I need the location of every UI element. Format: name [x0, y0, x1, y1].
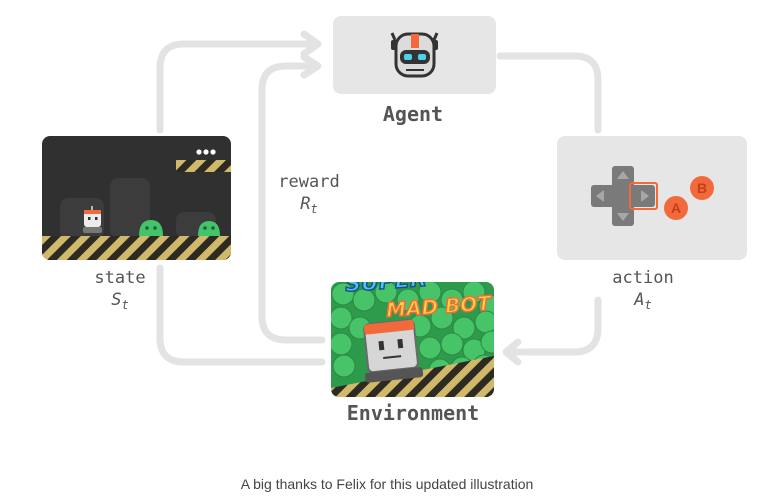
state-symbol: St — [111, 290, 128, 312]
mini-robot-icon — [83, 206, 102, 233]
agent-label: Agent — [383, 102, 443, 126]
hazard-platform — [176, 160, 231, 172]
a-button-icon: A — [664, 196, 688, 220]
arrowhead-reward-to-agent — [300, 53, 322, 79]
dpad-icon — [591, 166, 658, 226]
svg-text:A: A — [671, 200, 681, 216]
arrow-reward-to-agent — [258, 62, 326, 344]
action-label: action — [612, 268, 673, 288]
action-symbol: At — [633, 290, 651, 312]
state-label: state — [94, 268, 145, 288]
environment-node: SUPER MAD BOT Environment — [331, 282, 494, 425]
arrowhead-action-to-environment — [502, 338, 522, 366]
agent-node: Agent — [333, 16, 496, 126]
figure-caption: A big thanks to Felix for this updated i… — [240, 476, 534, 492]
pause-dots-icon — [196, 149, 216, 155]
action-node: A B action At — [557, 136, 747, 312]
robot-head-icon — [390, 32, 439, 78]
environment-label: Environment — [347, 401, 479, 425]
hazard-floor — [42, 236, 231, 260]
arrow-state-to-agent — [156, 40, 312, 134]
slime-crowd — [331, 282, 494, 382]
arrow-environment-to-state — [156, 264, 326, 366]
arrow-agent-to-action — [496, 52, 602, 134]
slime-enemy-icon — [139, 220, 163, 236]
svg-text:B: B — [697, 180, 707, 196]
reward-symbol: Rt — [300, 194, 317, 216]
b-button-icon: B — [690, 176, 714, 200]
slime-enemy-icon — [198, 221, 220, 236]
reward-label: reward — [278, 172, 339, 192]
arrowhead-state-to-agent — [300, 30, 322, 58]
reward-node: reward Rt — [278, 172, 339, 216]
state-node: state St — [42, 136, 231, 312]
arrow-action-to-environment — [511, 296, 602, 356]
big-robot-icon — [363, 319, 424, 383]
